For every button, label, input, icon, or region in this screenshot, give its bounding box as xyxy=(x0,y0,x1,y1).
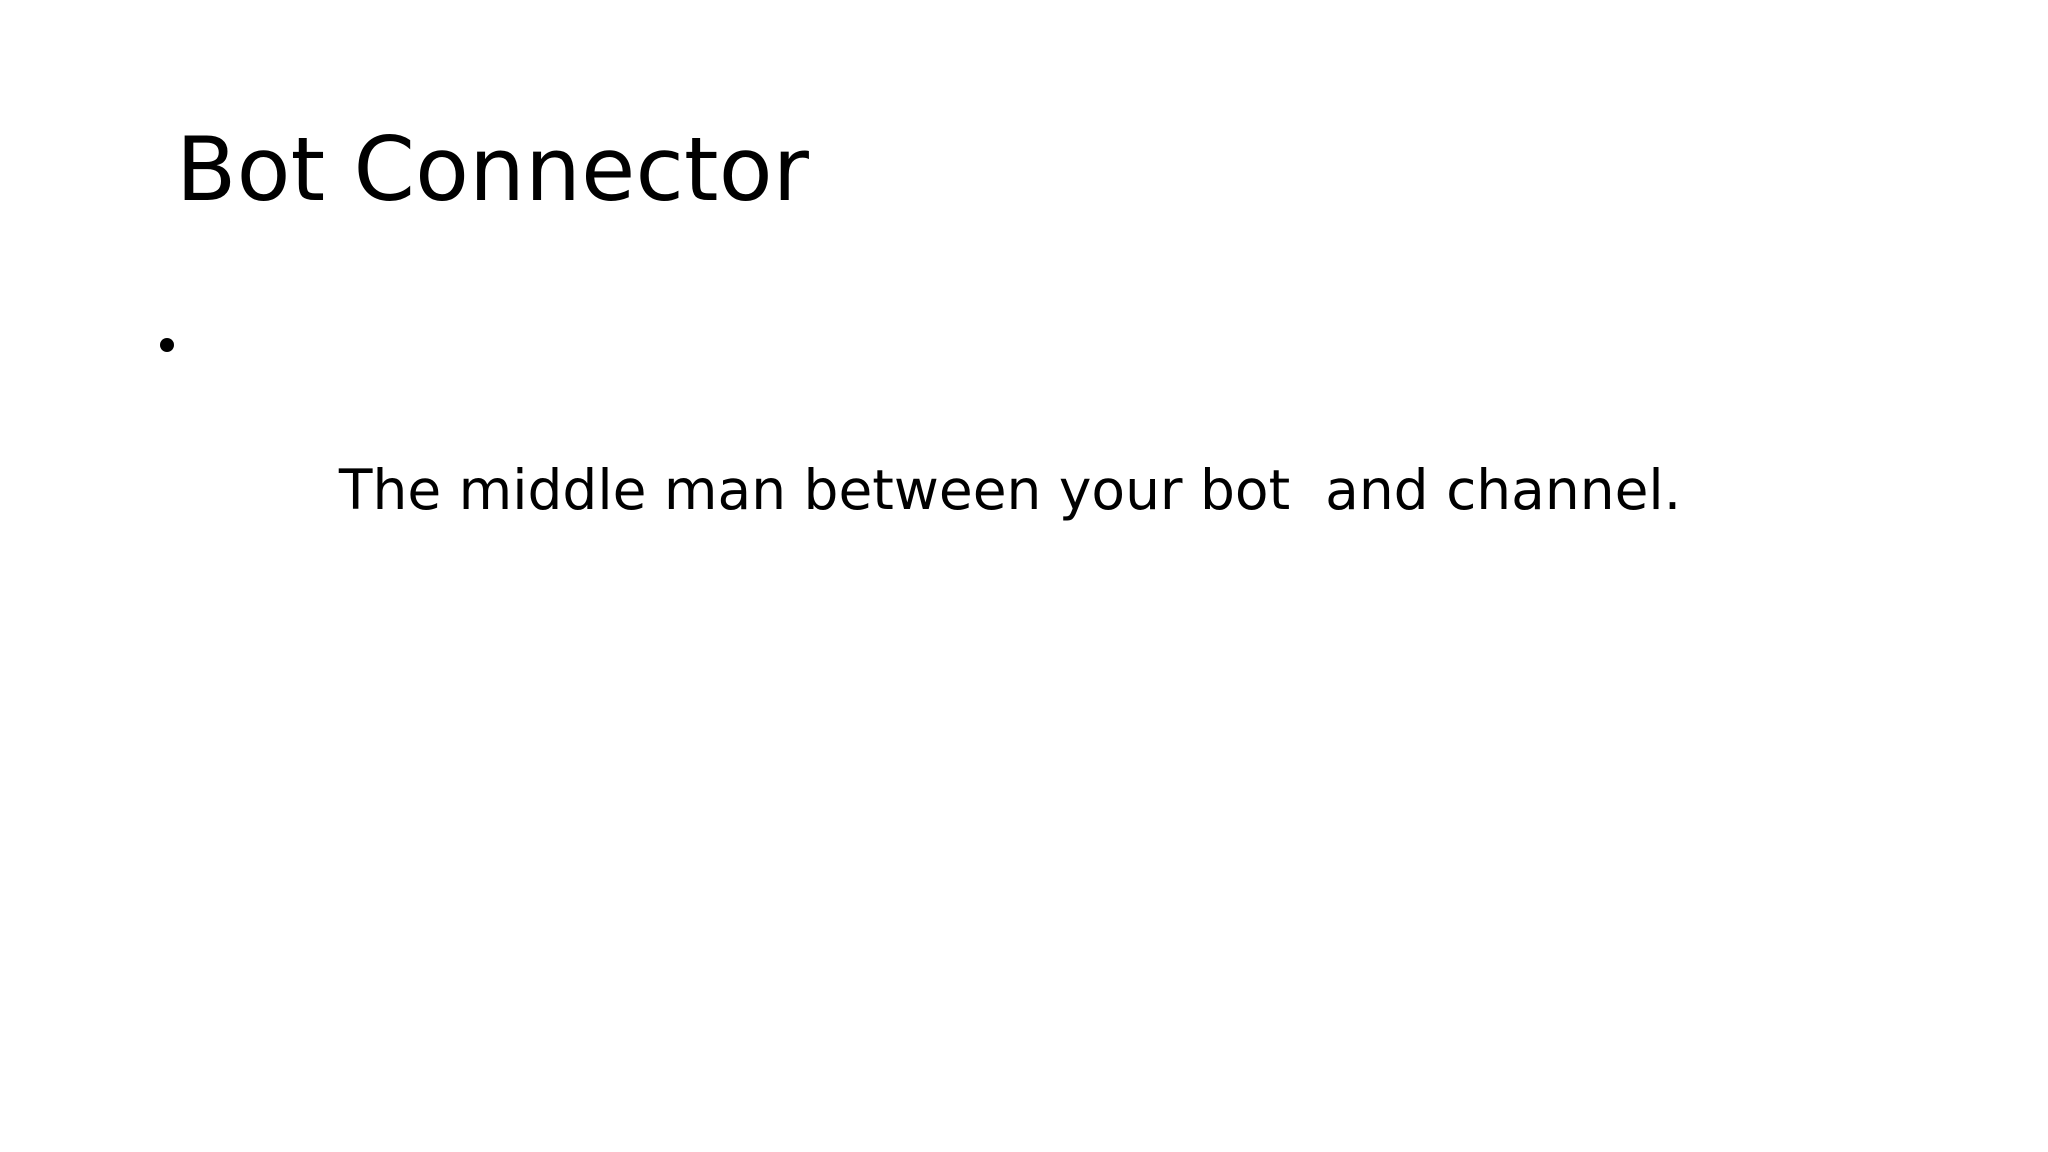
bullet-list: The middle man between your bot and chan… xyxy=(155,305,1915,601)
list-item[interactable]: The middle man between your bot and chan… xyxy=(155,305,1915,601)
body-placeholder[interactable]: The middle man between your bot and chan… xyxy=(155,305,1915,609)
page-title: Bot Connector xyxy=(176,118,810,221)
bullet-dot-icon xyxy=(160,338,174,352)
title-placeholder[interactable]: Bot Connector xyxy=(176,118,1876,238)
list-item-label: The middle man between your bot and chan… xyxy=(338,458,1682,522)
